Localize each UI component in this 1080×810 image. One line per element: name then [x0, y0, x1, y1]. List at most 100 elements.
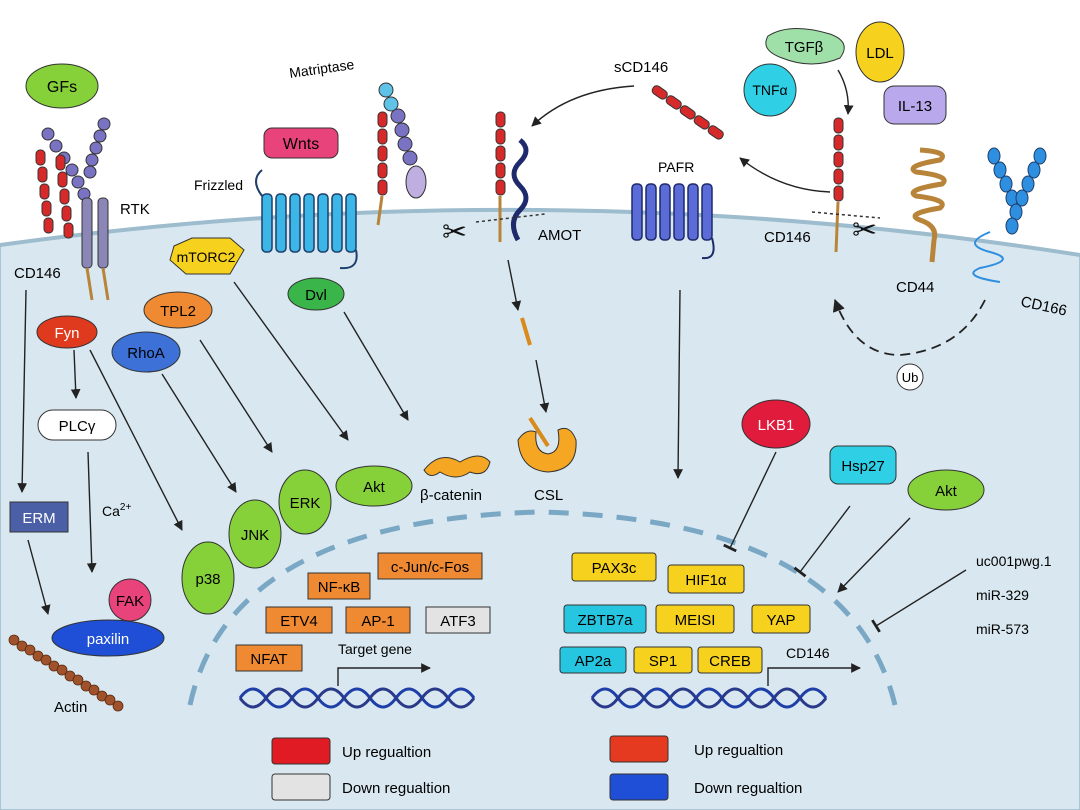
erm-label: ERM — [22, 510, 55, 527]
dvl-label: Dvl — [305, 287, 327, 304]
akt-left-node: Akt — [335, 465, 413, 507]
legend-swatch — [609, 735, 669, 763]
il13-ligand: IL-13 — [883, 85, 947, 125]
mtorc2-label: mTORC2 — [177, 249, 236, 265]
tf-creb: CREB — [697, 646, 763, 674]
fyn-label: Fyn — [54, 325, 79, 342]
beta-catenin-label: β-catenin — [420, 487, 482, 504]
plcy-label: PLCγ — [59, 418, 96, 435]
fak-node: FAK — [108, 578, 152, 622]
ldl-ligand: LDL — [855, 21, 905, 83]
notch-fragment — [520, 317, 532, 346]
ub-label: Ub — [902, 370, 919, 385]
frizzled-receptor — [261, 193, 357, 253]
erk-label: ERK — [290, 495, 321, 512]
tf-label: NFAT — [250, 651, 287, 668]
legend-right: Up regualtion Down regualtion — [609, 735, 802, 801]
lkb1-label: LKB1 — [758, 417, 795, 434]
plcy-node: PLCγ — [37, 409, 117, 441]
amot-label: AMOT — [538, 227, 581, 244]
ca2-label: Ca2+ — [102, 502, 131, 519]
legend-label: Up regualtion — [342, 744, 431, 761]
mirna-label-2: miR-329 — [976, 587, 1029, 603]
tf-label: MEISI — [675, 612, 716, 629]
tf-label: AP2a — [575, 653, 612, 670]
tf-ap2a: AP2a — [559, 646, 627, 674]
cell-membrane — [0, 207, 1080, 257]
p38-node: p38 — [181, 541, 235, 615]
tf-sp1: SP1 — [633, 646, 693, 674]
scissors-right-icon: ✂ — [852, 214, 877, 247]
ldl-label: LDL — [866, 45, 894, 62]
lkb1-node: LKB1 — [741, 399, 811, 449]
svg-text:✂: ✂ — [852, 214, 877, 247]
legend-swatch — [271, 773, 331, 801]
paxilin-label: paxilin — [87, 631, 130, 648]
csl-label: CSL — [534, 487, 563, 504]
fyn-node: Fyn — [36, 315, 98, 349]
mtorc2-node: mTORC2 — [169, 237, 245, 275]
tf-label: YAP — [767, 612, 796, 629]
pafr-receptor — [631, 183, 713, 241]
gfs-label: GFs — [47, 79, 77, 96]
rhoa-node: RhoA — [111, 331, 181, 373]
scd146-label: sCD146 — [614, 59, 668, 76]
mirna-label-1: uc001pwg.1 — [976, 553, 1052, 569]
tf-label: ZBTB7a — [577, 612, 633, 629]
target-gene-label: Target gene — [338, 641, 412, 657]
matriptase-cd146 — [377, 111, 388, 196]
legend-label: Down regualtion — [694, 780, 802, 797]
tf-label: ETV4 — [280, 613, 318, 630]
ub-marker: Ub — [896, 363, 924, 391]
actin-label: Actin — [54, 699, 87, 716]
rtk-label: RTK — [120, 201, 150, 218]
tf-ap-1: AP-1 — [345, 606, 411, 634]
gfs-ligand: GFs — [25, 63, 99, 109]
ubiquitin-cycle — [832, 298, 986, 356]
tf-label: SP1 — [649, 653, 677, 670]
mirna-label-3: miR-573 — [976, 621, 1029, 637]
jnk-label: JNK — [241, 527, 269, 544]
tpl2-label: TPL2 — [160, 303, 196, 320]
tf-nfat: NFAT — [235, 644, 303, 672]
dna-helix-left — [238, 687, 476, 709]
pathway-arrows — [17, 69, 967, 686]
tf-label: AP-1 — [361, 613, 394, 630]
matriptase-protein — [378, 82, 427, 199]
tf-label: ATF3 — [440, 613, 476, 630]
tf-label: PAX3c — [592, 560, 637, 577]
csl-node — [517, 427, 577, 473]
dvl-node: Dvl — [287, 277, 345, 311]
tf-etv4: ETV4 — [265, 606, 333, 634]
tgfb-label: TGFβ — [785, 39, 824, 56]
frizzled-label: Frizzled — [194, 177, 243, 193]
hsp27-node: Hsp27 — [829, 445, 897, 485]
tf-hif1a: HIF1α — [667, 564, 745, 594]
tf-meisi: MEISI — [655, 604, 735, 634]
tf-label: c-Jun/c-Fos — [391, 559, 469, 576]
tnfa-ligand: TNFα — [743, 63, 797, 117]
paxilin-node: paxilin — [51, 619, 165, 657]
rhoa-label: RhoA — [127, 345, 165, 362]
tf-zbtb7a: ZBTB7a — [563, 604, 647, 634]
nuclear-envelope — [187, 509, 898, 706]
legend-label: Down regualtion — [342, 780, 450, 797]
legend-label: Up regualtion — [694, 742, 783, 759]
akt-right-label: Akt — [935, 483, 958, 500]
fak-label: FAK — [116, 593, 144, 610]
akt-right-node: Akt — [907, 469, 985, 511]
tf-label: CREB — [709, 653, 751, 670]
scd146-fragment — [651, 85, 724, 140]
actin-filament — [8, 634, 124, 712]
amot-protein — [511, 138, 529, 242]
tpl2-node: TPL2 — [143, 291, 213, 329]
erk-node: ERK — [278, 469, 332, 535]
cd146-middle-receptor — [495, 111, 506, 196]
legend-swatch — [609, 773, 669, 801]
svg-text:✂: ✂ — [442, 216, 467, 249]
erm-node: ERM — [9, 501, 69, 533]
tf-pax3c: PAX3c — [571, 552, 657, 582]
tgfb-ligand: TGFβ — [765, 27, 845, 65]
